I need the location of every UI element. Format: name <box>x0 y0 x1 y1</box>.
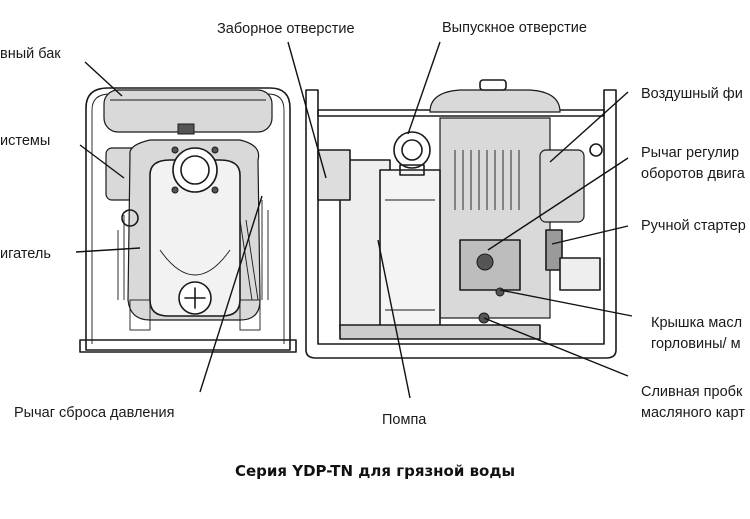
label-fuel-tank: вный бак <box>0 46 61 62</box>
label-manual-starter: Ручной стартер <box>641 218 746 234</box>
leader-air-filter <box>549 91 629 163</box>
label-pump: Помпа <box>382 412 427 428</box>
label-system: истемы <box>0 133 51 149</box>
side-view-drawing <box>305 79 617 359</box>
leader-speed-lever <box>487 157 629 251</box>
label-outlet: Выпускное отверстие <box>442 20 587 36</box>
label-speed-lever-line2: оборотов двига <box>641 166 745 182</box>
leader-system <box>79 144 125 179</box>
label-pressure-release-lever: Рычаг сброса давления <box>14 405 175 421</box>
leader-engine <box>75 247 141 253</box>
leader-fuel-tank <box>84 61 123 97</box>
leader-pump <box>377 239 411 399</box>
leader-outlet <box>407 41 441 135</box>
leader-lines <box>75 41 633 399</box>
leader-manual-starter <box>551 225 629 245</box>
leader-oil-cap <box>499 289 633 317</box>
label-drain-plug-line1: Сливная пробк <box>641 384 743 400</box>
diagram-caption: Серия YDP-TN для грязной воды <box>234 462 516 480</box>
label-speed-lever-line1: Рычаг регулир <box>641 145 740 161</box>
label-oil-cap-line2: горловины/ м <box>651 336 741 352</box>
label-drain-plug-line2: масляного карт <box>641 405 745 421</box>
label-oil-cap-line1: Крышка масл <box>651 315 743 331</box>
label-air-filter: Воздушный фи <box>641 86 743 102</box>
label-engine: игатель <box>0 246 51 262</box>
label-intake: Заборное отверстие <box>217 21 355 37</box>
leader-drain-plug <box>483 317 629 377</box>
leader-intake <box>287 41 327 179</box>
front-view-drawing <box>79 87 297 353</box>
leader-pressure-release <box>199 195 263 393</box>
